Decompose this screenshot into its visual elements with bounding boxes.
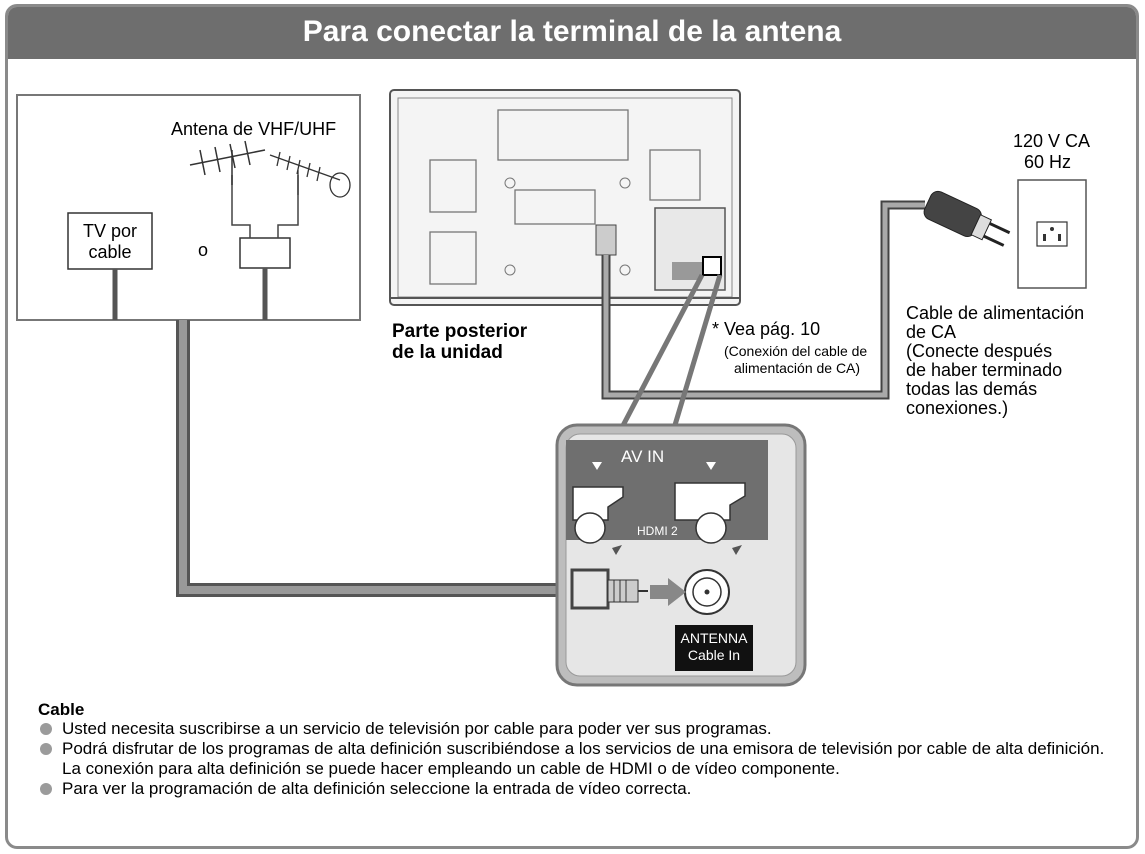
page-title: Para conectar la terminal de la antena	[8, 7, 1136, 59]
see-page-note: * Vea pág. 10	[712, 319, 821, 339]
arrow-icon	[650, 578, 686, 606]
see-page-note-detail-2: alimentación de CA)	[734, 360, 861, 376]
coax-connector-icon	[607, 579, 648, 603]
antenna-label: Antena de VHF/UHF	[171, 119, 337, 139]
cable-note-item: Podrá disfrutar de los programas de alta…	[38, 739, 1118, 779]
cable-heading: Cable	[38, 700, 85, 719]
cable-tv-label: TV por cable	[82, 221, 138, 262]
see-page-note-detail-1: (Conexión del cable de	[724, 343, 868, 359]
tv-rear-label: Parte posterior de la unidad	[392, 321, 528, 363]
cable-note-item: Usted necesita suscribirse a un servicio…	[38, 719, 1118, 739]
antenna-port-label: ANTENNA Cable In	[680, 630, 748, 663]
cable-note-item: Para ver la programación de alta definic…	[38, 779, 1118, 799]
voltage-label: 120 V CA	[1013, 131, 1091, 151]
power-plug-icon	[923, 190, 1011, 247]
av-in-label: AV IN	[621, 447, 665, 466]
antenna-adapter-box	[239, 237, 291, 269]
tv-rear-illustration	[389, 89, 741, 306]
vhf-antenna-icon	[189, 140, 266, 185]
terminal-panel-illustration	[555, 423, 807, 687]
wall-outlet-icon	[1017, 179, 1087, 289]
power-cable-label: Cable de alimentación de CA (Conecte des…	[906, 303, 1085, 418]
instruction-panel: Para conectar la terminal de la antena	[5, 4, 1139, 849]
hdmi2-label: HDMI 2	[637, 524, 678, 538]
uhf-antenna-icon	[269, 151, 351, 198]
antenna-source-box	[16, 94, 361, 321]
cable-notes: Cable Usted necesita suscribirse a un se…	[38, 700, 1118, 799]
or-label: o	[198, 240, 209, 260]
frequency-label: 60 Hz	[1024, 152, 1072, 172]
cable-tv-box	[67, 212, 153, 270]
